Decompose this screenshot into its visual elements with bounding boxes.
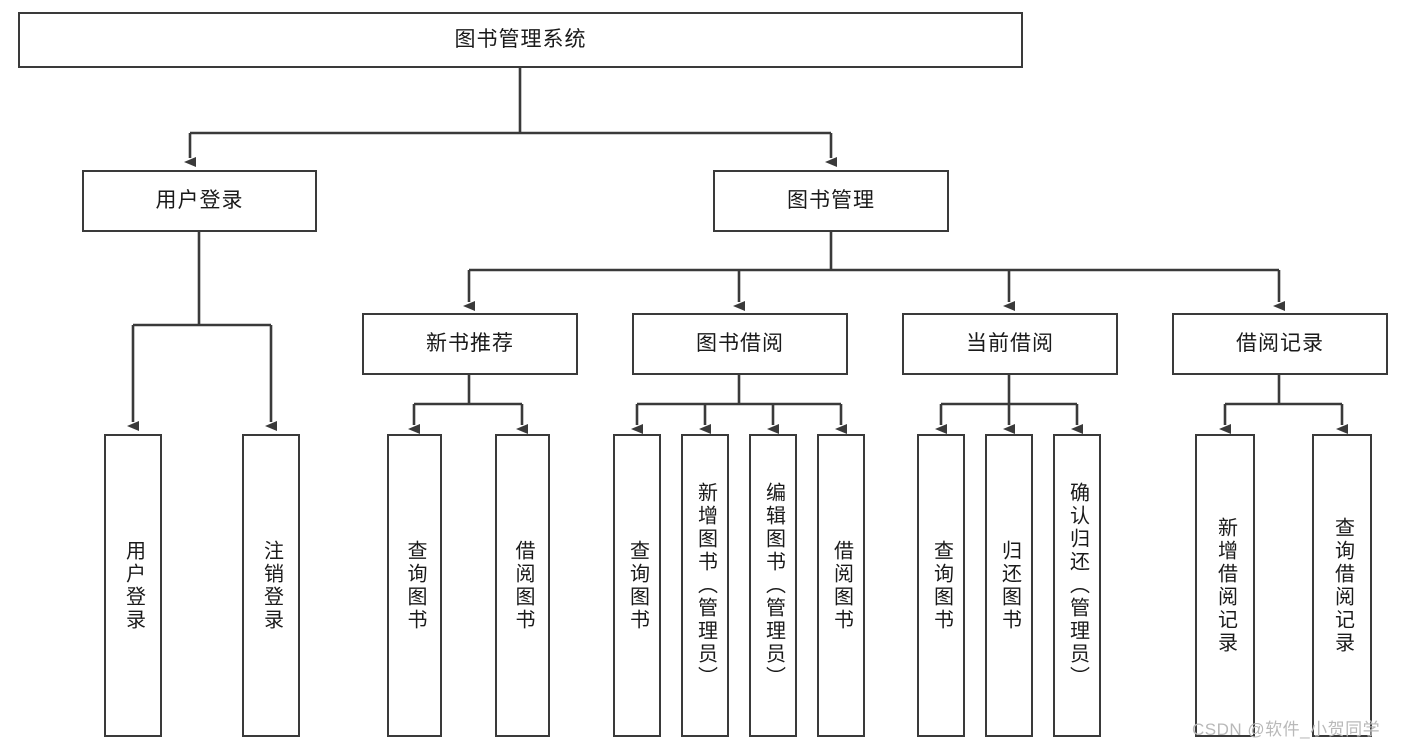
node-root-label: 图书管理系统: [454, 28, 587, 52]
leaf-new-book-1[interactable]: 查询图书: [387, 434, 442, 737]
node-root[interactable]: 图书管理系统: [18, 12, 1023, 68]
leaf-borrow-record-1[interactable]: 新增借阅记录: [1195, 434, 1255, 737]
leaf-new-book-2-label: 借阅图书: [512, 539, 534, 632]
node-user-login[interactable]: 用户登录: [82, 170, 317, 232]
leaf-borrow-record-2-label: 查询借阅记录: [1331, 516, 1354, 655]
leaf-borrow-record-1-label: 新增借阅记录: [1214, 516, 1237, 655]
node-borrow-record[interactable]: 借阅记录: [1172, 313, 1388, 375]
leaf-book-borrow-1-label: 查询图书: [626, 539, 649, 632]
leaf-current-borrow-1[interactable]: 查询图书: [917, 434, 965, 737]
node-user-login-label: 用户登录: [155, 189, 244, 213]
leaf-current-borrow-3[interactable]: 确认归还（管理员）: [1053, 434, 1101, 737]
leaf-user-login-1[interactable]: 用户登录: [104, 434, 162, 737]
leaf-book-borrow-1[interactable]: 查询图书: [613, 434, 661, 737]
leaf-user-login-1-label: 用户登录: [122, 539, 145, 632]
leaf-book-borrow-3-label: 编辑图书（管理员）: [762, 482, 785, 689]
leaf-current-borrow-2[interactable]: 归还图书: [985, 434, 1033, 737]
leaf-current-borrow-3-label: 确认归还（管理员）: [1066, 482, 1089, 689]
node-new-book-recommend[interactable]: 新书推荐: [362, 313, 578, 375]
leaf-book-borrow-4[interactable]: 借阅图书: [817, 434, 865, 737]
node-new-book-recommend-label: 新书推荐: [426, 332, 514, 356]
leaf-book-borrow-2[interactable]: 新增图书（管理员）: [681, 434, 729, 737]
watermark: CSDN @软件_小贺同学: [1192, 720, 1381, 739]
leaf-user-login-2-label: 注销登录: [260, 539, 283, 632]
node-current-borrow-label: 当前借阅: [966, 332, 1054, 356]
leaf-book-borrow-3[interactable]: 编辑图书（管理员）: [749, 434, 797, 737]
leaf-book-borrow-2-label: 新增图书（管理员）: [694, 482, 717, 689]
node-borrow-record-label: 借阅记录: [1236, 332, 1324, 356]
leaf-user-login-2[interactable]: 注销登录: [242, 434, 300, 737]
leaf-current-borrow-2-label: 归还图书: [998, 539, 1021, 632]
node-book-management-label: 图书管理: [787, 189, 875, 213]
node-current-borrow[interactable]: 当前借阅: [902, 313, 1118, 375]
node-book-borrow-label: 图书借阅: [696, 332, 784, 356]
leaf-new-book-1-label: 查询图书: [404, 539, 426, 632]
leaf-new-book-2[interactable]: 借阅图书: [495, 434, 550, 737]
leaf-book-borrow-4-label: 借阅图书: [830, 539, 853, 632]
leaf-current-borrow-1-label: 查询图书: [930, 539, 953, 632]
leaf-borrow-record-2[interactable]: 查询借阅记录: [1312, 434, 1372, 737]
node-book-management[interactable]: 图书管理: [713, 170, 949, 232]
node-book-borrow[interactable]: 图书借阅: [632, 313, 848, 375]
